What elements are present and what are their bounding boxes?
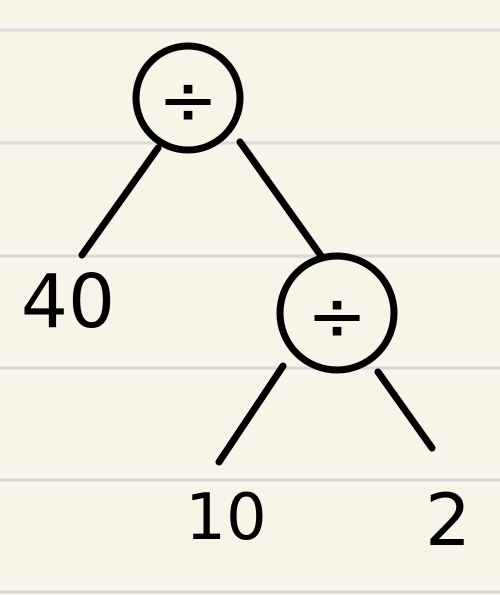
- root-node: ÷: [132, 42, 244, 154]
- right-divide-symbol: ÷: [307, 274, 367, 358]
- edge-root-to-left-leaf: [78, 144, 162, 259]
- tree-edges: [78, 138, 436, 466]
- root-divide-symbol: ÷: [158, 58, 218, 142]
- root-node-circle: [132, 42, 244, 154]
- right-node-circle: [276, 252, 398, 374]
- edge-right-node-to-left-leaf: [215, 362, 287, 466]
- leaf-10: 10: [185, 481, 266, 555]
- edge-root-to-right-node: [236, 138, 328, 264]
- leaf-2: 2: [425, 478, 471, 562]
- leaf-40: 40: [21, 259, 115, 345]
- edge-right-node-to-right-leaf: [374, 368, 436, 452]
- right-node: ÷: [276, 252, 398, 374]
